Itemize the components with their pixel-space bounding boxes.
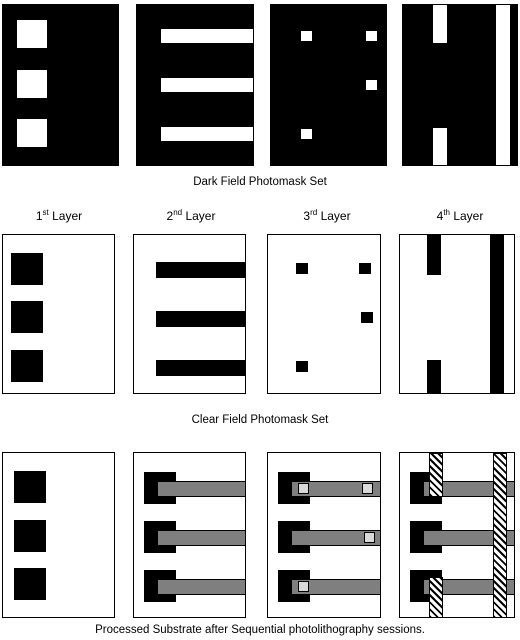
mask-window	[17, 70, 47, 98]
layer2-line	[423, 530, 514, 546]
mask-pattern	[296, 263, 308, 274]
layer2-line	[157, 579, 245, 595]
layer-number: 1	[35, 209, 43, 223]
mask-window	[301, 129, 312, 139]
layer2-line	[423, 579, 514, 595]
layer1-pad	[14, 471, 46, 503]
mask-window	[496, 5, 510, 165]
mask-window	[161, 127, 253, 141]
mask-pattern	[11, 350, 43, 382]
layer-ordinal-suffix: rd	[310, 208, 318, 217]
mask-pattern	[296, 361, 308, 372]
layer-number: 2	[166, 209, 174, 223]
layer-label-1: 1st Layer	[4, 208, 114, 223]
mask-window	[366, 80, 377, 90]
processed-substrate-1	[2, 452, 115, 618]
mask-pattern	[11, 253, 43, 285]
layer2-line	[157, 530, 245, 546]
mask-pattern	[359, 263, 371, 274]
clear-field-mask-4	[399, 234, 515, 394]
mask-pattern	[156, 360, 245, 376]
clear-field-caption: Clear Field Photomask Set	[191, 414, 329, 426]
processed-substrate-4	[399, 452, 515, 618]
dark-field-caption: Dark Field Photomask Set	[193, 176, 327, 188]
layer-label-3: 3rd Layer	[272, 208, 382, 223]
layer2-line	[291, 530, 380, 546]
clear-field-mask-1	[2, 234, 115, 394]
layer3-contact	[298, 483, 309, 494]
layer-number: 3	[303, 209, 311, 223]
layer-ordinal-suffix: th	[443, 208, 450, 217]
mask-window	[17, 119, 47, 147]
layer2-line	[157, 481, 245, 497]
layer3-contact	[298, 581, 309, 592]
layer-word: Layer	[52, 209, 83, 223]
dark-field-mask-1	[2, 4, 119, 166]
mask-pattern	[156, 262, 245, 278]
layer-ordinal-suffix: st	[42, 208, 49, 217]
mask-window	[366, 31, 377, 41]
layer2-line	[291, 481, 380, 497]
layer2-line	[291, 579, 380, 595]
layer4-strip	[493, 453, 507, 617]
dark-field-mask-3	[270, 4, 387, 166]
mask-pattern	[427, 360, 441, 393]
layer4-strip	[429, 453, 443, 497]
mask-pattern	[427, 235, 441, 275]
mask-window	[17, 20, 47, 48]
layer-label-4: 4th Layer	[405, 208, 515, 223]
processed-substrate-2	[133, 452, 246, 618]
mask-window	[301, 31, 312, 41]
mask-window	[161, 78, 253, 92]
layer3-contact	[362, 483, 373, 494]
layer-word: Layer	[453, 209, 484, 223]
mask-pattern	[361, 312, 373, 323]
layer-number: 4	[436, 209, 444, 223]
layer1-pad	[14, 520, 46, 552]
mask-window	[161, 29, 253, 43]
layer3-contact	[364, 532, 375, 543]
layer2-line	[423, 481, 514, 497]
layer4-strip	[429, 577, 443, 617]
dark-field-mask-2	[136, 4, 254, 166]
layer-word: Layer	[320, 209, 351, 223]
clear-field-mask-2	[133, 234, 246, 394]
mask-pattern	[11, 301, 43, 333]
layer-word: Layer	[185, 209, 216, 223]
mask-pattern	[490, 235, 504, 393]
mask-window	[433, 5, 447, 43]
processed-substrate-caption: Processed Substrate after Sequential pho…	[95, 624, 425, 636]
dark-field-mask-4	[402, 4, 518, 166]
layer-ordinal-suffix: nd	[173, 208, 183, 217]
clear-field-mask-3	[267, 234, 381, 394]
layer-label-2: 2nd Layer	[136, 208, 246, 223]
mask-window	[433, 128, 447, 165]
mask-pattern	[156, 311, 245, 327]
layer1-pad	[14, 568, 46, 600]
processed-substrate-3	[267, 452, 381, 618]
